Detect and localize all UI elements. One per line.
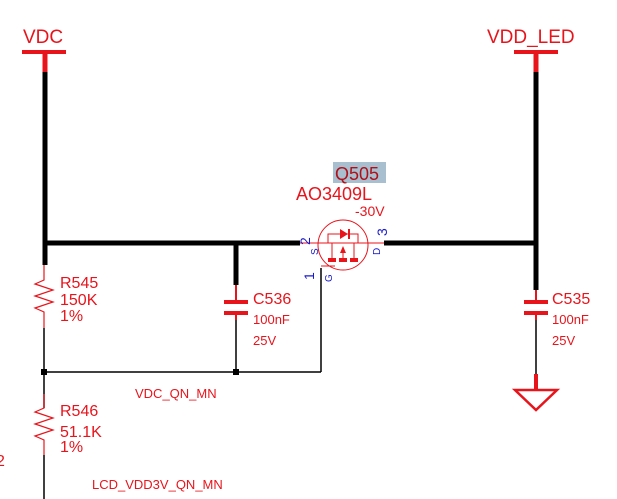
- c535-value: 100nF: [552, 312, 589, 327]
- c536-voltage: 25V: [253, 333, 276, 348]
- r546-designator: R546: [60, 403, 98, 420]
- c536-designator: C536: [253, 291, 291, 308]
- capacitor-c535[interactable]: C535 100nF 25V: [524, 290, 590, 348]
- r545-designator: R545: [60, 275, 98, 292]
- body-diode-icon: [340, 229, 348, 239]
- channel-segment: [350, 258, 358, 262]
- resistor-symbol: [33, 265, 55, 328]
- arrow-icon: [340, 246, 346, 253]
- net-label-lcd-vdd3v-qn-mn: LCD_VDD3V_QN_MN: [92, 477, 223, 492]
- mosfet-q505[interactable]: Q505 AO3409L -30V 2 S 3 D 1 G: [296, 162, 390, 282]
- c536-value: 100nF: [253, 312, 290, 327]
- pin-label-gate: G: [324, 274, 335, 282]
- junction-dot: [233, 369, 239, 375]
- ground-symbol[interactable]: [511, 374, 561, 412]
- channel-segment: [339, 258, 347, 262]
- partial-net-label: 2: [0, 453, 5, 470]
- pin-number-gate: 1: [301, 272, 317, 280]
- power-port-vdc[interactable]: VDC: [22, 27, 66, 72]
- pin-number-drain: 3: [374, 228, 390, 236]
- mosfet-body: [317, 219, 369, 271]
- c535-designator: C535: [552, 291, 590, 308]
- r546-tolerance: 1%: [60, 439, 83, 456]
- capacitor-c536[interactable]: C536 100nF 25V: [224, 285, 291, 348]
- resistor-r546[interactable]: R546 51.1K 1%: [33, 394, 102, 456]
- power-port-vdd-led[interactable]: VDD_LED: [487, 27, 575, 72]
- pin-label-source: S: [310, 248, 321, 255]
- r546-value: 51.1K: [60, 424, 102, 441]
- selection-highlight: [333, 162, 386, 183]
- q505-part: AO3409L: [296, 184, 372, 204]
- power-wires: [42, 72, 539, 290]
- q505-designator: Q505: [335, 164, 379, 184]
- junction-dot: [41, 369, 47, 375]
- pin-label-drain: D: [372, 248, 383, 255]
- resistor-r545[interactable]: R545 150K 1%: [33, 265, 98, 328]
- c535-voltage: 25V: [552, 333, 575, 348]
- resistor-symbol: [33, 394, 55, 455]
- r545-value: 150K: [60, 292, 98, 309]
- net-label-vdc-qn-mn: VDC_QN_MN: [135, 386, 217, 401]
- vdc-label: VDC: [23, 27, 63, 48]
- ground-icon: [511, 388, 561, 412]
- channel-segment: [328, 258, 336, 262]
- r545-tolerance: 1%: [60, 308, 83, 325]
- q505-rating: -30V: [355, 203, 385, 219]
- pin-number-source: 2: [297, 237, 313, 245]
- vdd-led-label: VDD_LED: [487, 27, 575, 48]
